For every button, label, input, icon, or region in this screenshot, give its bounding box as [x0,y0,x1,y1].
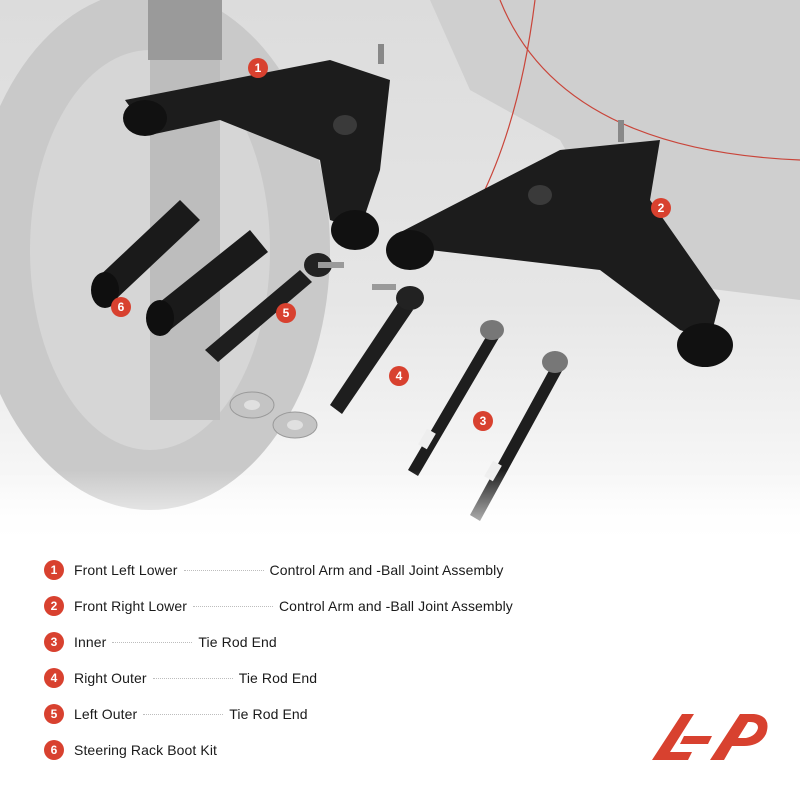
legend-item: 5 Left Outer Tie Rod End [44,702,308,726]
steering-rack-boot-right [146,230,268,336]
leader-line [143,713,224,715]
callout-marker-2: 2 [651,198,671,218]
legend-item: 4 Right Outer Tie Rod End [44,666,317,690]
legend-label: Right Outer [74,670,147,686]
legend-number: 6 [44,740,64,760]
legend-label: Steering Rack Boot Kit [74,742,218,758]
callout-marker-6: 6 [111,297,131,317]
legend-number: 3 [44,632,64,652]
tie-rod-end-right-outer [330,284,424,414]
legend-description: Tie Rod End [238,670,318,686]
legend-label: Inner [74,634,107,650]
callout-marker-1: 1 [248,58,268,78]
washer-2 [272,411,318,439]
legend-number: 1 [44,560,64,580]
legend-number: 4 [44,668,64,688]
leader-line [183,569,264,571]
washer-1 [229,391,275,419]
callout-marker-5: 5 [276,303,296,323]
parts-illustration [0,0,800,521]
control-arm-left [123,44,390,250]
legend-description: Control Arm and -Ball Joint Assembly [269,562,504,578]
brand-logo-icon [652,714,768,760]
legend-item: 3 Inner Tie Rod End [44,630,277,654]
callout-marker-3: 3 [473,411,493,431]
legend-item: 6 Steering Rack Boot Kit [44,738,217,762]
legend-number: 5 [44,704,64,724]
tie-rod-end-left-outer [205,253,344,362]
legend-label: Front Left Lower [74,562,178,578]
callout-marker-4: 4 [389,366,409,386]
leader-line [152,677,233,679]
legend-label: Front Right Lower [74,598,187,614]
product-photo: 1 2 3 4 5 6 [0,0,800,545]
control-arm-right [386,120,733,367]
legend-label: Left Outer [74,706,138,722]
legend-description: Control Arm and -Ball Joint Assembly [278,598,513,614]
legend-description: Tie Rod End [198,634,277,650]
legend-item: 2 Front Right Lower Control Arm and -Bal… [44,594,513,618]
legend-number: 2 [44,596,64,616]
legend-item: 1 Front Left Lower Control Arm and -Ball… [44,558,503,582]
steering-rack-boot-left [91,200,200,308]
tie-rod-inner-1 [408,320,504,476]
leader-line [112,641,193,643]
leader-line [192,605,273,607]
legend-description: Tie Rod End [229,706,308,722]
